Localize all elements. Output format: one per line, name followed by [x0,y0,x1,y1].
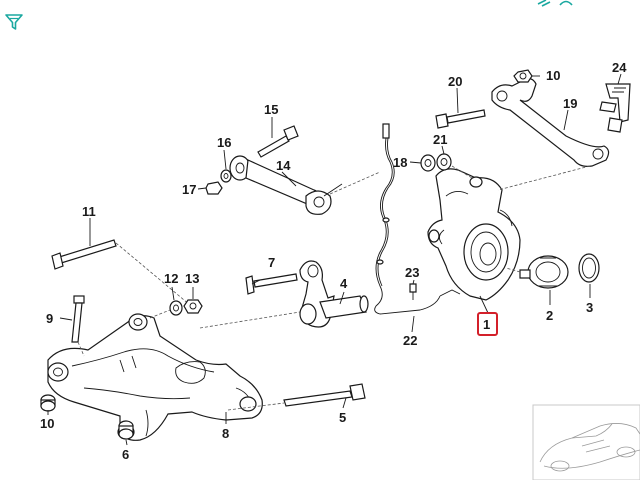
washer-16 [220,169,232,183]
bushing-10-left [40,394,56,412]
sensor-cable-22 [374,123,461,315]
callout-17[interactable]: 17 [182,182,196,197]
filter-icon[interactable] [4,12,24,32]
bolt-5 [227,383,366,411]
bracket-24 [599,83,631,133]
callout-20[interactable]: 20 [448,74,462,89]
bolt-11 [51,239,191,306]
bushing-21 [436,153,452,171]
bolt-15 [257,125,299,158]
highlight-box [477,312,498,336]
callout-13[interactable]: 13 [185,271,199,286]
callout-labels: 1 2 3 4 5 6 7 8 9 10 10 11 12 13 14 15 1… [40,60,627,462]
callout-6[interactable]: 6 [122,447,129,462]
callout-11[interactable]: 11 [82,204,96,219]
callout-1[interactable]: 1 [483,317,490,332]
callout-23[interactable]: 23 [405,265,419,280]
washer-12 [169,300,183,316]
callout-7[interactable]: 7 [268,255,275,270]
wheel-carrier-1 [427,168,521,301]
callout-16[interactable]: 16 [217,135,231,150]
snap-ring-3 [578,253,600,283]
callout-19[interactable]: 19 [563,96,577,111]
callout-14[interactable]: 14 [276,158,291,173]
bolt-7 [245,273,298,295]
callout-3[interactable]: 3 [586,300,593,315]
bushing-18 [420,154,436,172]
callout-24[interactable]: 24 [612,60,627,75]
callout-4[interactable]: 4 [340,276,348,291]
bushing-6 [118,420,134,440]
callout-12[interactable]: 12 [164,271,178,286]
callout-22[interactable]: 22 [403,333,417,348]
nut-13 [183,299,203,314]
callout-2[interactable]: 2 [546,308,553,323]
screw-23 [409,283,417,300]
callout-21[interactable]: 21 [433,132,447,147]
nut-17 [205,181,223,195]
callout-8[interactable]: 8 [222,426,229,441]
rear-subframe [47,313,263,441]
callout-9[interactable]: 9 [46,311,53,326]
callout-15[interactable]: 15 [264,102,278,117]
toe-link-4 [199,260,369,329]
control-arm-14 [229,155,381,215]
callout-18[interactable]: 18 [393,155,407,170]
callout-10-top[interactable]: 10 [546,68,560,83]
upper-arm-19 [491,78,610,191]
hub-flange-2 [505,255,569,289]
bolt-9 [71,295,85,357]
vehicle-thumbnail[interactable] [532,404,640,480]
leader-lines [47,73,622,446]
bolt-20 [435,109,486,129]
callout-10-left[interactable]: 10 [40,416,54,431]
callout-5[interactable]: 5 [339,410,346,425]
link-icon[interactable] [532,0,582,10]
nut-10-top [513,69,533,83]
